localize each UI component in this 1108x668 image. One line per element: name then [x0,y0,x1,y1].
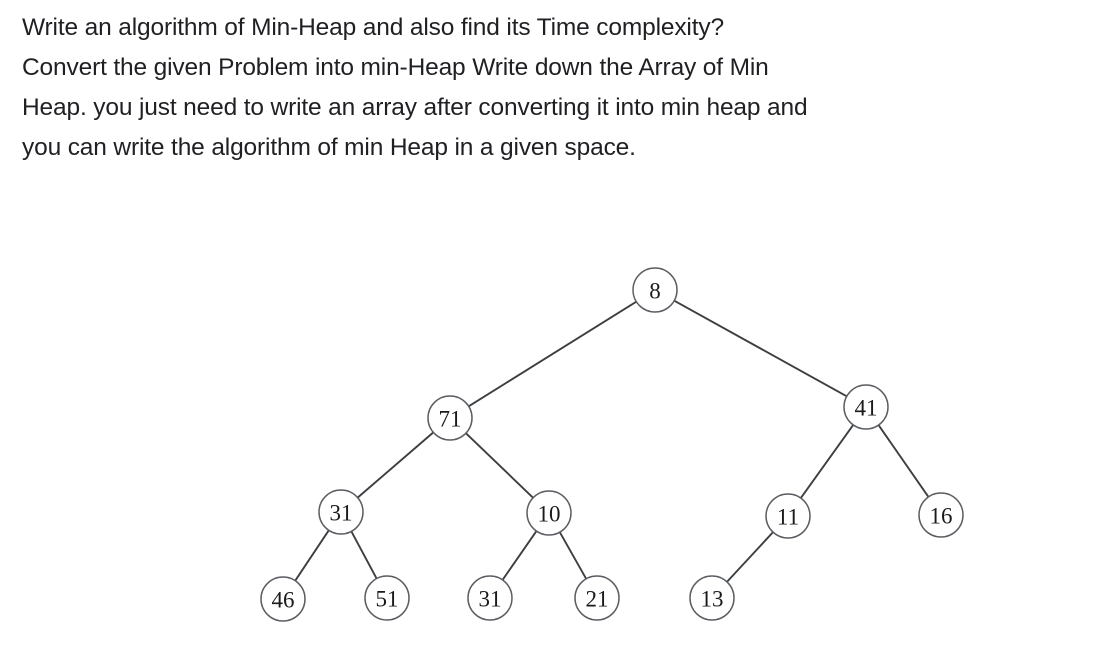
tree-edge [799,423,855,500]
tree-node-label: 11 [777,505,799,530]
tree-node-circle [574,575,620,621]
tree-node-circle [689,575,735,621]
tree-nodes-group: 8 71 41 31 10 11 16 46 51 31 21 13 [260,267,964,622]
tree-edge [877,424,930,498]
tree-node-label: 21 [586,587,609,612]
question-line-2: Convert the given Problem into min-Heap … [22,54,769,81]
tree-edge [558,531,588,580]
tree-node-label: 41 [855,396,878,421]
tree-node-circle [427,395,473,441]
tree-node-circle [467,575,513,621]
tree-node-circle [318,489,364,535]
tree-node: 16 [918,492,964,538]
tree-node-label: 46 [272,588,295,613]
tree-node-label: 71 [439,407,462,432]
question-text-block: Write an algorithm of Min-Heap and also … [22,8,1097,168]
tree-node: 41 [843,384,889,430]
tree-node-label: 8 [649,279,661,304]
tree-svg-canvas: 8 71 41 31 10 11 16 46 51 31 21 13 [260,267,964,622]
tree-node-label: 51 [376,587,399,612]
binary-tree-diagram: 8 71 41 31 10 11 16 46 51 31 21 13 [0,210,1108,668]
tree-edge [356,431,435,499]
tree-node-label: 16 [930,504,953,529]
tree-edge [350,530,378,580]
tree-node-circle [260,576,306,622]
tree-edge [726,531,774,583]
tree-edge [294,529,330,582]
tree-node: 10 [526,490,572,536]
tree-node: 21 [574,575,620,621]
tree-edge [501,530,538,581]
tree-node-label: 13 [701,587,724,612]
tree-edge [464,432,535,499]
tree-node-circle [632,267,678,313]
tree-edge [467,300,638,408]
question-line-4: you can write the algorithm of min Heap … [22,134,636,161]
tree-node: 8 [632,267,678,313]
tree-node-circle [765,493,811,539]
tree-node: 51 [364,575,410,621]
tree-node-circle [918,492,964,538]
tree-node: 31 [467,575,513,621]
tree-node-circle [843,384,889,430]
tree-node-label: 31 [330,501,353,526]
tree-node-label: 10 [538,502,561,527]
tree-node: 46 [260,576,306,622]
question-line-1: Write an algorithm of Min-Heap and also … [22,14,724,41]
tree-edge [673,299,848,398]
tree-node: 71 [427,395,473,441]
question-line-3: Heap. you just need to write an array af… [22,94,808,121]
tree-edges-group [294,299,930,583]
tree-node: 31 [318,489,364,535]
tree-node: 11 [765,493,811,539]
tree-node-circle [526,490,572,536]
tree-node-circle [364,575,410,621]
tree-node: 13 [689,575,735,621]
tree-node-label: 31 [479,587,502,612]
